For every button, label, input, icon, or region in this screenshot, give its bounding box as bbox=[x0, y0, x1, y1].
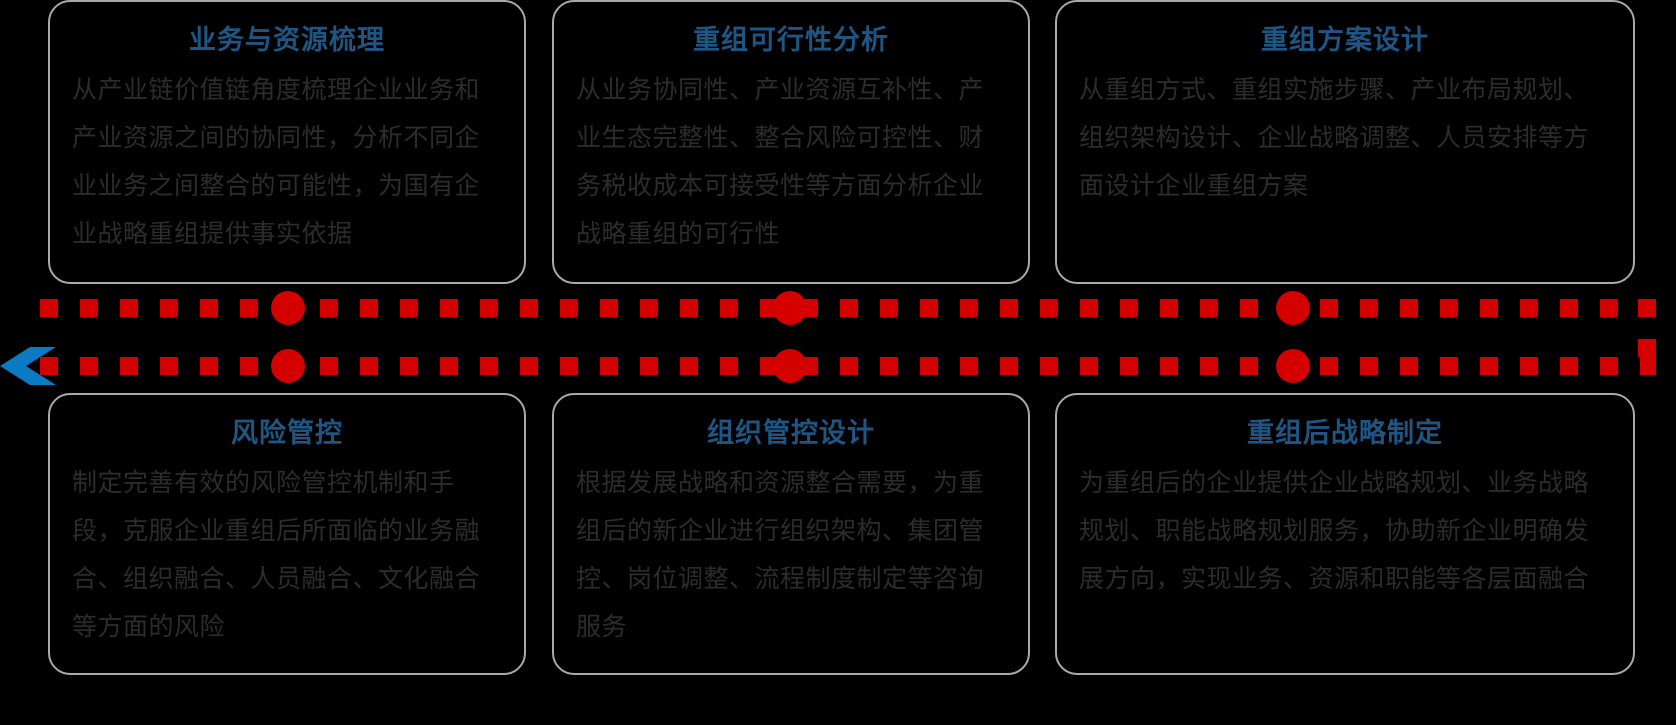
flow-arrow-left-icon bbox=[0, 347, 56, 385]
dotted-line-top bbox=[40, 299, 1656, 317]
dotted-line-right-turn bbox=[1638, 299, 1656, 375]
node-dot bbox=[1276, 291, 1310, 325]
card-title: 重组可行性分析 bbox=[693, 25, 889, 55]
card-body: 从业务协同性、产业资源互补性、产业生态完整性、整合风险可控性、财务税收成本可接受… bbox=[576, 76, 985, 248]
card-bottom-3[interactable]: 重组后战略制定 为重组后的企业提供企业战略规划、业务战略规划、职能战略规划服务，… bbox=[1055, 393, 1635, 675]
card-body: 从产业链价值链角度梳理企业业务和产业资源之间的协同性，分析不同企业业务之间整合的… bbox=[72, 76, 481, 248]
card-bottom-2[interactable]: 组织管控设计 根据发展战略和资源整合需要，为重组后的新企业进行组织架构、集团管控… bbox=[552, 393, 1030, 675]
node-dot bbox=[271, 349, 305, 383]
dotted-line-bottom bbox=[40, 357, 1656, 375]
flow-connector bbox=[0, 285, 1676, 395]
card-bottom-1[interactable]: 风险管控 制定完善有效的风险管控机制和手段，克服企业重组后所面临的业务融合、组织… bbox=[48, 393, 526, 675]
node-dot bbox=[773, 291, 807, 325]
card-title: 重组后战略制定 bbox=[1247, 418, 1443, 448]
card-top-3[interactable]: 重组方案设计 从重组方式、重组实施步骤、产业布局规划、组织架构设计、企业战略调整… bbox=[1055, 0, 1635, 284]
card-top-2[interactable]: 重组可行性分析 从业务协同性、产业资源互补性、产业生态完整性、整合风险可控性、财… bbox=[552, 0, 1030, 284]
node-dot bbox=[773, 349, 807, 383]
card-body: 从重组方式、重组实施步骤、产业布局规划、组织架构设计、企业战略调整、人员安排等方… bbox=[1079, 76, 1590, 200]
card-title: 组织管控设计 bbox=[707, 418, 875, 448]
node-dot bbox=[1276, 349, 1310, 383]
node-dot bbox=[271, 291, 305, 325]
card-title: 风险管控 bbox=[231, 418, 343, 448]
card-body: 为重组后的企业提供企业战略规划、业务战略规划、职能战略规划服务，协助新企业明确发… bbox=[1079, 469, 1590, 593]
card-body: 根据发展战略和资源整合需要，为重组后的新企业进行组织架构、集团管控、岗位调整、流… bbox=[576, 469, 985, 641]
card-title: 业务与资源梳理 bbox=[189, 25, 385, 55]
card-top-1[interactable]: 业务与资源梳理 从产业链价值链角度梳理企业业务和产业资源之间的协同性，分析不同企… bbox=[48, 0, 526, 284]
card-title: 重组方案设计 bbox=[1261, 25, 1429, 55]
card-body: 制定完善有效的风险管控机制和手段，克服企业重组后所面临的业务融合、组织融合、人员… bbox=[72, 469, 481, 641]
